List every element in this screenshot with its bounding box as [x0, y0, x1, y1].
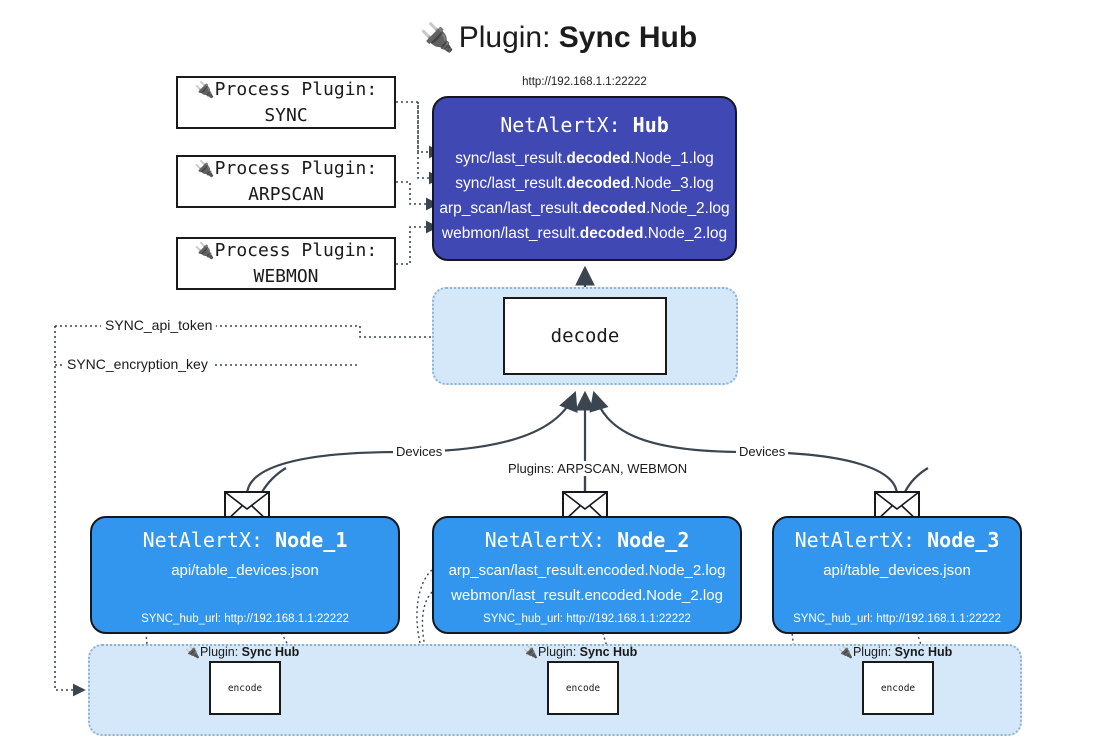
encoder-3-plugin-label: 🔌Plugin: Sync Hub: [838, 645, 953, 659]
process-plugin-arpscan-box[interactable]: 🔌Process Plugin: ARPSCAN: [176, 155, 396, 208]
node-1-box[interactable]: NetAlertX: Node_1 api/table_devices.json…: [90, 516, 400, 634]
plug-icon: 🔌: [419, 22, 455, 53]
node-3-title: NetAlertX: Node_3: [794, 528, 1000, 552]
hub-log-line: webmon/last_result.decoded.Node_2.log: [441, 225, 728, 242]
sync-encryption-key-label: SYNC_encryption_key: [63, 356, 212, 372]
encoder-2-plugin-label: 🔌Plugin: Sync Hub: [523, 645, 638, 659]
encode-box-1[interactable]: encode: [209, 661, 281, 715]
title-prefix: Plugin:: [458, 21, 551, 54]
plug-icon: 🔌: [185, 645, 200, 659]
node-3-lines: api/table_devices.json: [774, 558, 1020, 583]
hub-log-line: arp_scan/last_result.decoded.Node_2.log: [439, 200, 730, 217]
encoder-1-plugin-label: 🔌Plugin: Sync Hub: [185, 645, 300, 659]
hub-url-label: http://192.168.1.1:22222: [522, 76, 647, 88]
process-plugin-arpscan-line2: ARPSCAN: [248, 183, 324, 205]
plug-icon: 🔌: [838, 645, 853, 659]
title-name: Sync Hub: [558, 21, 698, 54]
hub-log-line: sync/last_result.decoded.Node_3.log: [455, 175, 714, 192]
hub-log-lines: sync/last_result.decoded.Node_1.log sync…: [434, 146, 735, 246]
plug-icon: 🔌: [194, 79, 215, 99]
devices-label-right: Devices: [736, 444, 789, 459]
devices-label-left: Devices: [393, 444, 446, 459]
node-line: api/table_devices.json: [171, 562, 319, 579]
process-plugin-webmon-box[interactable]: 🔌Process Plugin: WEBMON: [176, 237, 396, 290]
node-line: arp_scan/last_result.encoded.Node_2.log: [448, 562, 726, 579]
sync-api-token-label: SYNC_api_token: [101, 317, 217, 333]
node-2-box[interactable]: NetAlertX: Node_2 arp_scan/last_result.e…: [432, 516, 742, 634]
plugins-label-center: Plugins: ARPSCAN, WEBMON: [505, 461, 691, 476]
process-plugin-sync-box[interactable]: 🔌Process Plugin: SYNC: [176, 76, 396, 129]
node-line: api/table_devices.json: [823, 562, 971, 579]
node-line: webmon/last_result.encoded.Node_2.log: [451, 587, 723, 604]
decode-box[interactable]: decode: [503, 297, 667, 375]
process-plugin-sync-line1: 🔌Process Plugin:: [194, 78, 378, 100]
process-plugin-webmon-line2: WEBMON: [253, 265, 319, 287]
node-2-hub-url: SYNC_hub_url: http://192.168.1.1:22222: [483, 613, 691, 625]
node-1-hub-url: SYNC_hub_url: http://192.168.1.1:22222: [141, 613, 349, 625]
plug-icon: 🔌: [194, 240, 215, 260]
page-title: 🔌Plugin: Sync Hub: [0, 16, 1117, 60]
hub-title: NetAlertX: Hub: [500, 113, 669, 137]
process-plugin-webmon-line1: 🔌Process Plugin:: [194, 239, 378, 261]
encode-box-3[interactable]: encode: [862, 661, 934, 715]
hub-log-line: sync/last_result.decoded.Node_1.log: [455, 150, 714, 167]
encode-box-2[interactable]: encode: [547, 661, 619, 715]
node-3-box[interactable]: NetAlertX: Node_3 api/table_devices.json…: [772, 516, 1022, 634]
node-2-lines: arp_scan/last_result.encoded.Node_2.log …: [434, 558, 740, 608]
process-plugin-sync-line2: SYNC: [264, 104, 308, 126]
node-1-title: NetAlertX: Node_1: [142, 528, 348, 552]
node-1-lines: api/table_devices.json: [92, 558, 398, 583]
process-plugin-arpscan-line1: 🔌Process Plugin:: [194, 157, 378, 179]
plug-icon: 🔌: [523, 645, 538, 659]
plug-icon: 🔌: [194, 158, 215, 178]
node-2-title: NetAlertX: Node_2: [484, 528, 690, 552]
hub-node[interactable]: NetAlertX: Hub sync/last_result.decoded.…: [432, 96, 737, 261]
node-3-hub-url: SYNC_hub_url: http://192.168.1.1:22222: [793, 613, 1001, 625]
